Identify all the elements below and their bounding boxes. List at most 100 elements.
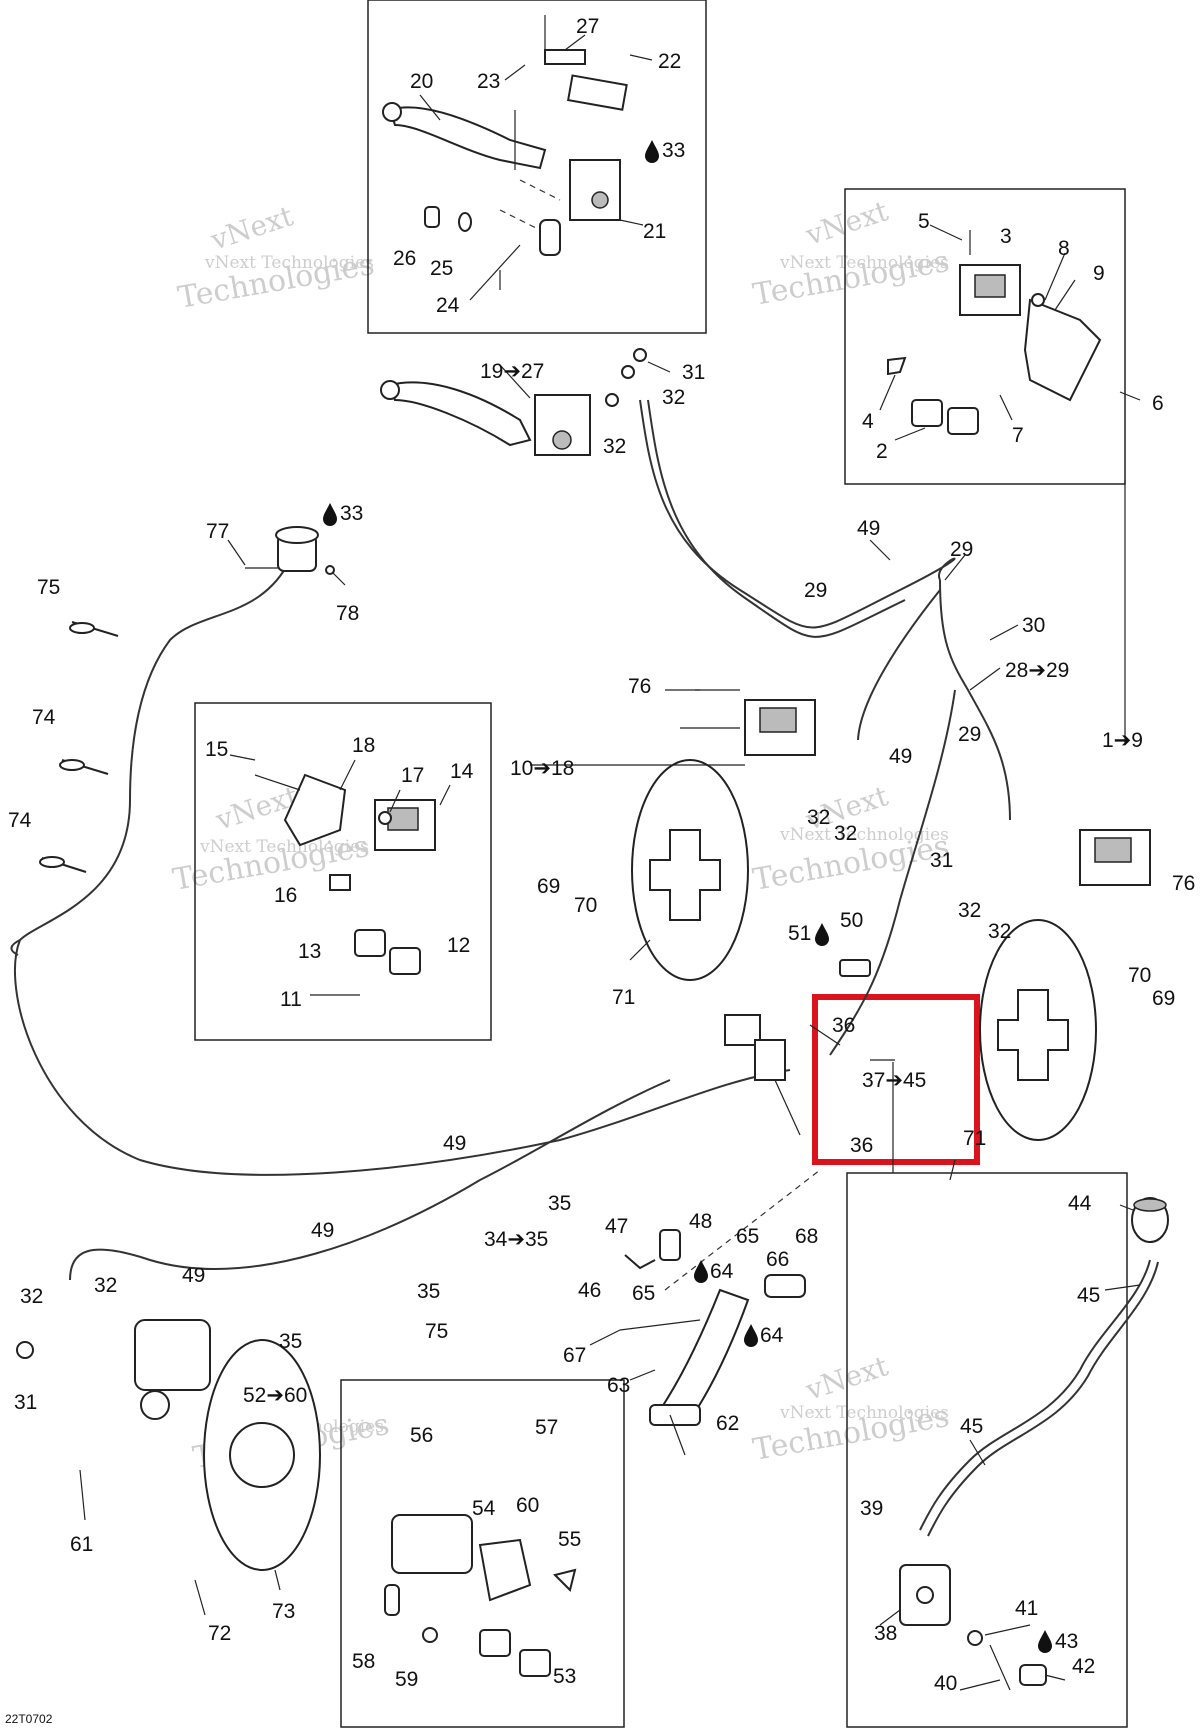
pin	[254, 774, 301, 791]
rear-caliper-body	[391, 1514, 473, 1574]
watermark-6: vNext vNext Technologies Technologies	[750, 1349, 952, 1468]
callout-48: 48	[689, 1210, 712, 1233]
callout-46: 46	[578, 1279, 601, 1302]
dust-cap	[422, 1627, 438, 1643]
inset-front-left-caliper	[194, 702, 492, 1041]
callout-78: 78	[336, 602, 359, 625]
callout-36-a: 36	[832, 1014, 855, 1037]
leader	[619, 219, 644, 226]
hose-end-cap	[10, 939, 21, 956]
callout-13: 13	[298, 940, 321, 963]
callout-70-b: 70	[1128, 964, 1151, 987]
washer	[605, 393, 619, 407]
callout-31-a: 31	[682, 361, 705, 384]
callout-28-29: 28➔29	[1005, 659, 1069, 682]
callout-72: 72	[208, 1622, 231, 1645]
callout-2: 2	[876, 440, 888, 463]
callout-labels: 20 23 27 22 33 21 26 25 24 19➔27 31 32 3…	[5, 15, 1195, 1726]
leader	[469, 244, 521, 301]
callout-40: 40	[934, 1672, 957, 1695]
callout-30: 30	[1022, 614, 1045, 637]
lever-knob	[380, 380, 400, 400]
circlip	[967, 1630, 983, 1646]
assembly-line	[499, 209, 541, 231]
callout-21: 21	[643, 220, 666, 243]
brake-pad	[947, 407, 979, 435]
callout-1-9: 1➔9	[1102, 729, 1143, 752]
fluid-drop-icon	[815, 923, 829, 946]
callout-32-h: 32	[94, 1274, 117, 1297]
brake-pad	[911, 399, 943, 427]
callout-70-a: 70	[574, 894, 597, 917]
watermark-text: vNext Technologies	[779, 253, 949, 273]
leader	[809, 1024, 841, 1046]
callout-32-a: 32	[662, 386, 685, 409]
rear-caliper	[134, 1319, 211, 1391]
rear-reservoir-hose-inner	[927, 1261, 1159, 1537]
callout-25: 25	[430, 257, 453, 280]
leader	[629, 54, 653, 61]
leader	[227, 539, 246, 566]
callout-49-e: 49	[182, 1264, 205, 1287]
caliper-bracket	[283, 773, 347, 847]
distribution-block	[724, 1014, 761, 1046]
leader	[79, 1469, 86, 1521]
callout-65-b: 65	[632, 1282, 655, 1305]
caliper-window	[1094, 837, 1132, 863]
leader	[389, 789, 401, 813]
watermark-text: vNext Technologies	[779, 1403, 949, 1423]
fluid-drop-icon	[1038, 1630, 1052, 1653]
diagram-code: 22T0702	[5, 1712, 53, 1726]
leader	[194, 1579, 206, 1616]
leader	[959, 1679, 1001, 1691]
callout-33-top: 33	[662, 139, 685, 162]
cable-tie-head	[69, 622, 95, 634]
leader	[999, 394, 1013, 421]
callout-36-b: 36	[850, 1134, 873, 1157]
reservoir-cap	[275, 526, 319, 544]
callout-16: 16	[274, 884, 297, 907]
callout-29-a: 29	[950, 538, 973, 561]
callout-42: 42	[1072, 1655, 1095, 1678]
lever-knob	[382, 102, 402, 122]
leader	[969, 1439, 986, 1466]
callout-7: 7	[1012, 424, 1024, 447]
o-ring	[458, 212, 472, 232]
reservoir-cover	[566, 74, 628, 111]
sight-glass	[552, 430, 572, 450]
leader	[869, 539, 891, 561]
push-rod	[989, 1644, 1011, 1691]
callout-75-a: 75	[37, 576, 60, 599]
caliper-piston	[140, 1390, 170, 1420]
leader	[984, 1624, 1031, 1636]
callout-55: 55	[558, 1528, 581, 1551]
callout-49-b: 49	[889, 745, 912, 768]
brake-light-switch	[839, 959, 871, 977]
callout-45-b: 45	[960, 1415, 983, 1438]
callout-44: 44	[1068, 1192, 1092, 1215]
brake-pad	[389, 947, 421, 975]
callout-73: 73	[272, 1600, 295, 1623]
cable-tie-head	[59, 759, 85, 771]
leader	[1119, 391, 1141, 401]
cover-plate	[544, 49, 586, 65]
banjo-bolt	[633, 348, 647, 362]
callout-26: 26	[393, 247, 416, 270]
callout-32-c: 32	[807, 806, 830, 829]
disc-hub-cutout	[649, 829, 721, 921]
callout-27: 27	[576, 15, 599, 38]
front-hose-upper-inner	[647, 399, 906, 638]
callout-54: 54	[472, 1497, 496, 1520]
callout-6: 6	[1152, 392, 1164, 415]
callout-69-a: 69	[537, 875, 560, 898]
callout-63: 63	[607, 1374, 630, 1397]
handlebar-lever	[388, 381, 532, 447]
master-cylinder-port	[916, 1586, 934, 1604]
callout-12: 12	[447, 934, 470, 957]
proportioning-valve	[754, 1039, 786, 1081]
leader	[419, 94, 441, 121]
leader	[1119, 1204, 1134, 1211]
leader	[1044, 1674, 1066, 1681]
callout-32-e: 32	[958, 899, 981, 922]
spring-clip	[329, 874, 351, 891]
